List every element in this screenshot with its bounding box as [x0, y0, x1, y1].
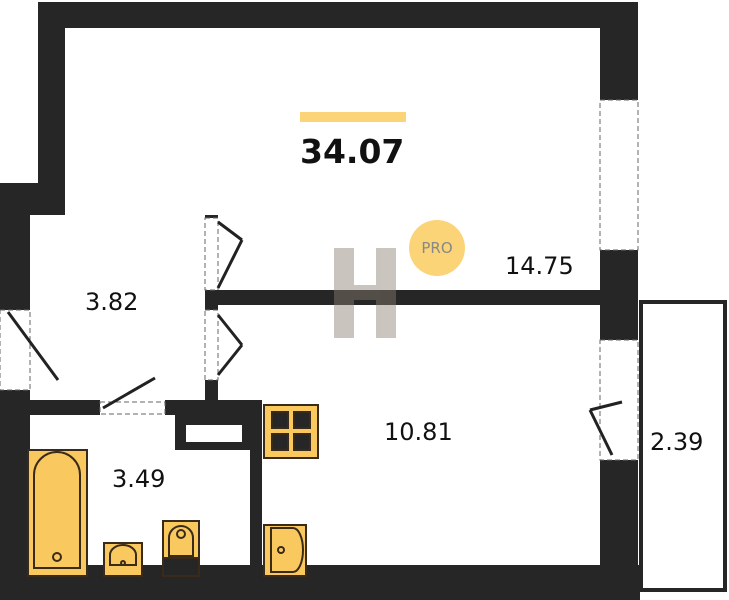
doors — [6, 220, 623, 456]
bathroom-area: 3.49 — [112, 465, 166, 493]
balcony-outline — [639, 300, 727, 592]
fixtures — [27, 404, 319, 577]
washbasin-icon — [103, 542, 143, 577]
total-area: 34.07 — [300, 132, 405, 171]
living-room-area: 14.75 — [505, 252, 574, 280]
windows — [0, 99, 639, 461]
hallway-area: 3.82 — [85, 288, 139, 316]
walls — [0, 2, 640, 600]
toilet-icon — [162, 520, 200, 577]
kitchen-sink-icon — [263, 524, 307, 577]
total-area-bar — [300, 112, 406, 122]
stove-icon — [263, 404, 319, 459]
watermark-logo — [334, 248, 396, 338]
balcony-area: 2.39 — [650, 428, 704, 456]
pro-badge: PRO — [409, 220, 465, 276]
kitchen-area: 10.81 — [384, 418, 453, 446]
bathtub-icon — [27, 449, 88, 577]
